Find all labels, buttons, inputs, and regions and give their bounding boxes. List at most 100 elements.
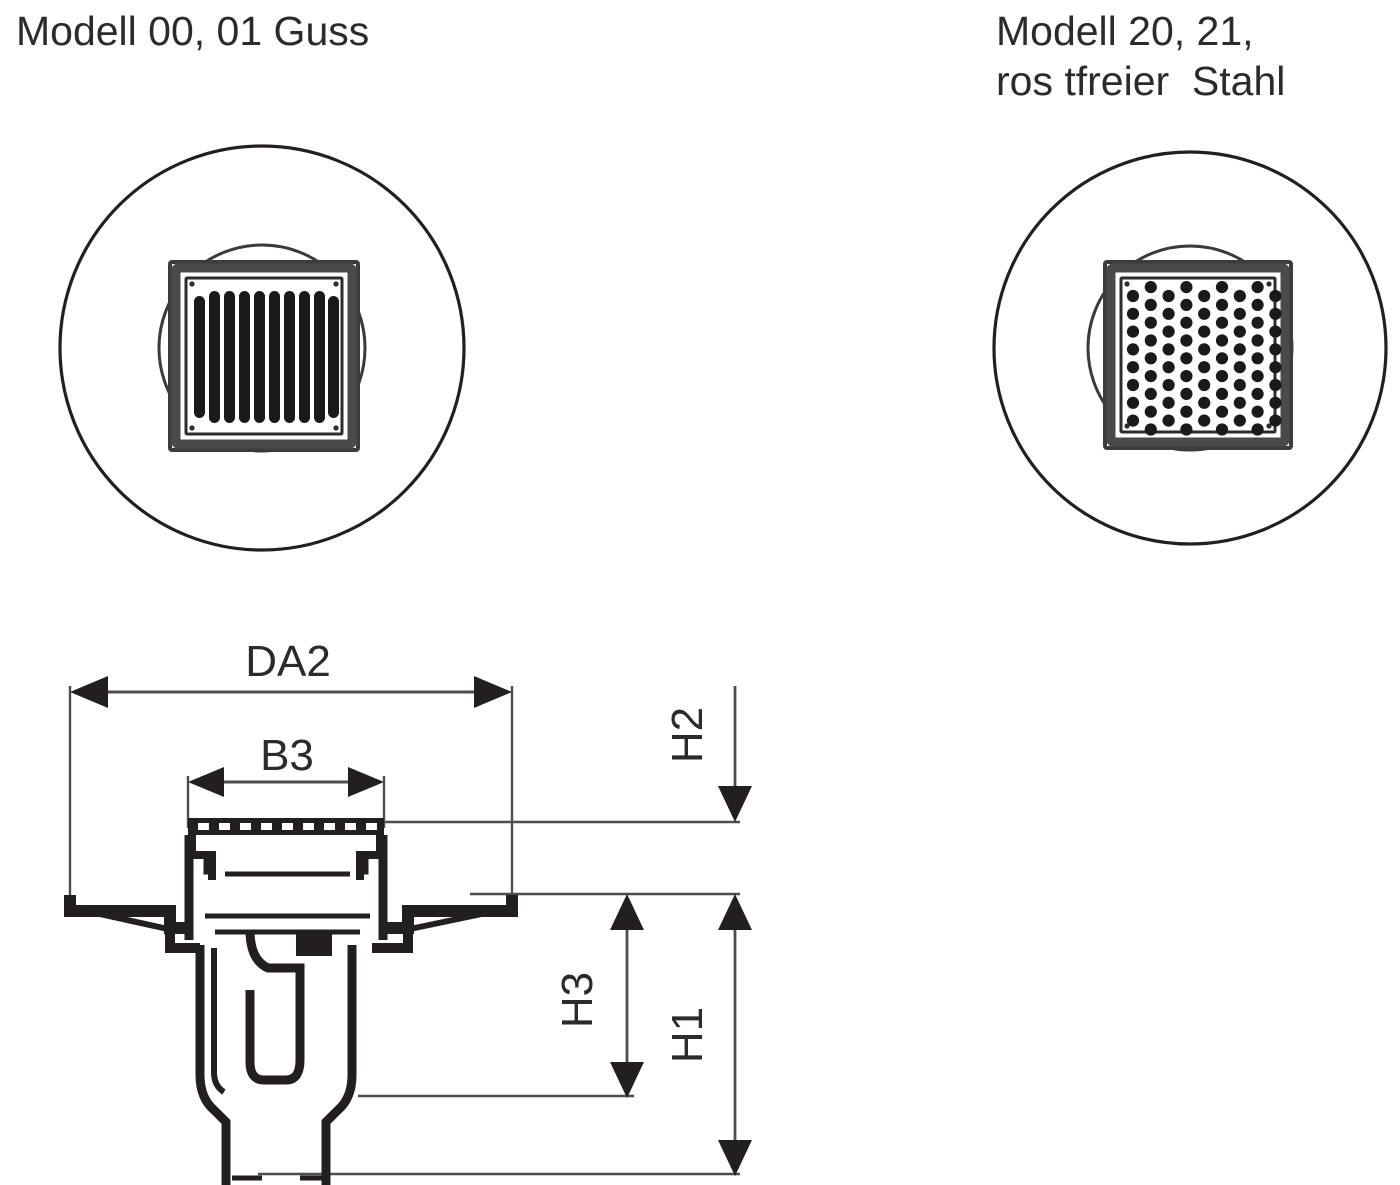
perforation-dot bbox=[1215, 334, 1229, 347]
flange-right-bevel bbox=[409, 908, 497, 932]
perforation-dot bbox=[1162, 396, 1175, 409]
left-grate-slots bbox=[194, 291, 339, 423]
perforation-dot bbox=[1180, 387, 1193, 400]
section-leader-lines bbox=[258, 820, 740, 1176]
dimension-label-h1: H1 bbox=[663, 1007, 712, 1063]
perforation-dot bbox=[1198, 307, 1211, 320]
dimension-label-h3: H3 bbox=[553, 972, 602, 1028]
drain-body-geometry bbox=[64, 818, 518, 1185]
right-grate-inner-frame bbox=[1119, 276, 1277, 434]
right-grate-screw-tl-icon bbox=[1124, 281, 1130, 287]
flange-right bbox=[383, 895, 518, 934]
dimension-label-da2: DA2 bbox=[245, 637, 331, 686]
right-grate-screw-tr-icon bbox=[1266, 281, 1272, 287]
perforation-dot bbox=[1144, 281, 1157, 294]
left-grate-screw-bl-icon bbox=[189, 425, 195, 431]
perforation-dot bbox=[1144, 370, 1157, 383]
perforation-dot bbox=[1126, 307, 1140, 320]
perforation-dot bbox=[1251, 370, 1264, 383]
perforation-dot bbox=[1251, 334, 1264, 347]
perforation-dot bbox=[1162, 325, 1175, 338]
perforation-dot bbox=[1180, 316, 1193, 329]
perforation-dot bbox=[1126, 396, 1140, 409]
perforation-dot bbox=[1233, 378, 1246, 392]
perforation-dot bbox=[1269, 378, 1282, 392]
left-grate-screw-br-icon bbox=[333, 425, 339, 431]
dimension-da2 bbox=[68, 676, 514, 900]
perforation-dot bbox=[1215, 423, 1229, 436]
perforation-dot bbox=[1126, 378, 1140, 392]
grate-bar-slots bbox=[198, 823, 377, 830]
dimension-b3 bbox=[186, 767, 386, 828]
siphon-standpipe bbox=[211, 948, 226, 1095]
dimension-labels: DA2 B3 H2 H3 H1 bbox=[245, 637, 712, 1063]
perforation-dot bbox=[1198, 414, 1211, 427]
perforation-dot bbox=[1144, 405, 1157, 418]
h1-arrow-down bbox=[718, 1140, 752, 1176]
flange-left bbox=[64, 895, 189, 934]
perforation-dot bbox=[1215, 316, 1229, 329]
perforation-dot bbox=[1180, 405, 1193, 418]
perforation-dot bbox=[1215, 370, 1229, 383]
clip-detail-right bbox=[358, 852, 376, 875]
left-grate-screw-tl-icon bbox=[189, 281, 195, 287]
perforation-dot bbox=[1162, 343, 1175, 356]
b3-arrow-right bbox=[348, 767, 384, 797]
left-outer-circle bbox=[58, 144, 466, 552]
perforation-dot bbox=[1162, 414, 1175, 427]
trap-shoulder-left bbox=[165, 928, 200, 953]
perforation-dot bbox=[1233, 396, 1246, 409]
perforation-dot bbox=[1126, 325, 1140, 338]
perforation-dot bbox=[1180, 423, 1193, 436]
right-plan-view bbox=[992, 150, 1388, 546]
right-grate-perforations bbox=[1126, 281, 1282, 436]
outlet-key-block bbox=[296, 930, 332, 956]
perforation-dot bbox=[1144, 423, 1157, 436]
perforation-dot bbox=[1198, 343, 1211, 356]
dimension-h1 bbox=[718, 894, 752, 1176]
perforation-dot bbox=[1251, 298, 1264, 311]
perforation-dot bbox=[1233, 307, 1246, 320]
da2-arrow-right bbox=[474, 676, 512, 708]
perforation-dot bbox=[1269, 396, 1282, 409]
perforation-dot bbox=[1144, 316, 1157, 329]
right-grate-screw-bl-icon bbox=[1124, 423, 1130, 429]
perforation-dot bbox=[1251, 316, 1264, 329]
dimension-h3 bbox=[610, 894, 644, 1098]
perforation-dot bbox=[1251, 281, 1264, 294]
title-model-right-line1: Modell 20, 21, bbox=[996, 8, 1254, 54]
perforation-dot bbox=[1162, 289, 1175, 303]
perforation-dot bbox=[1269, 414, 1282, 427]
h3-arrow-down bbox=[610, 1062, 644, 1098]
perforation-dot bbox=[1180, 370, 1193, 383]
left-plan-view bbox=[58, 144, 466, 552]
b3-arrow-left bbox=[188, 767, 224, 797]
trap-shoulder-right bbox=[372, 928, 413, 953]
h2-arrow-down bbox=[718, 786, 752, 822]
perforation-dot bbox=[1233, 343, 1246, 356]
perforation-dot bbox=[1144, 298, 1157, 311]
clip-detail-left bbox=[196, 852, 214, 875]
perforation-dot bbox=[1251, 387, 1264, 400]
right-grate-screw-br-icon bbox=[1266, 423, 1272, 429]
title-model-right: Modell 20, 21,ros tfreier Stahl bbox=[996, 6, 1285, 106]
perforation-dot bbox=[1215, 352, 1229, 365]
perforation-dot bbox=[1144, 334, 1157, 347]
perforation-dot bbox=[1269, 361, 1282, 374]
h1-arrow-up bbox=[718, 894, 752, 930]
siphon-inner-u bbox=[245, 929, 305, 1085]
perforation-dot bbox=[1215, 405, 1229, 418]
flange-left-bevel bbox=[85, 908, 169, 932]
perforation-dot bbox=[1162, 307, 1175, 320]
perforation-dot bbox=[1233, 325, 1246, 338]
perforation-dot bbox=[1198, 361, 1211, 374]
siphon-outer-right bbox=[321, 945, 357, 1185]
da2-arrow-left bbox=[70, 676, 108, 708]
perforation-dot bbox=[1269, 307, 1282, 320]
perforation-dot bbox=[1251, 405, 1264, 418]
perforation-dot bbox=[1144, 352, 1157, 365]
perforation-dot bbox=[1180, 334, 1193, 347]
perforation-dot bbox=[1126, 361, 1140, 374]
